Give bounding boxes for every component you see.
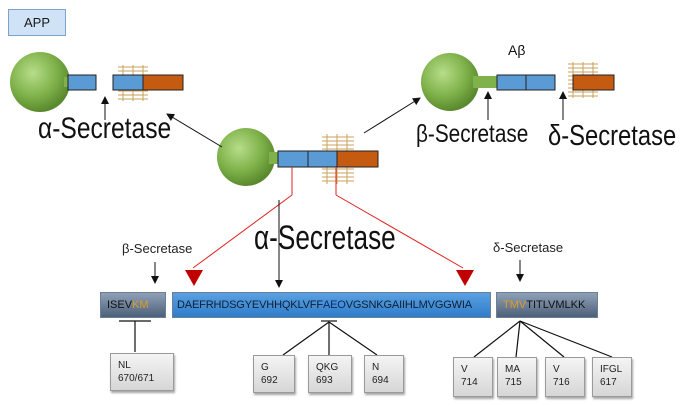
orange-segment (142, 74, 184, 91)
app-alpha-product (10, 52, 184, 120)
sequence-abeta-highlight: AEO (322, 299, 346, 311)
sphere-icon (421, 53, 479, 111)
mutation-position: 715 (505, 377, 522, 388)
blue-segment (525, 74, 556, 91)
mutation-label: V (461, 364, 468, 375)
orange-segment (572, 74, 615, 91)
red-triangle-marker (185, 270, 203, 286)
app-beta-delta-product (421, 53, 615, 120)
abeta-label: Aβ (508, 42, 526, 58)
mutation-box: IFGL 617 (592, 357, 632, 397)
cut-line (192, 194, 293, 269)
mutation-label: NL (118, 360, 131, 371)
mutation-box: V 714 (453, 357, 493, 397)
app-label-box: APP (8, 9, 66, 36)
mutation-box: G 692 (253, 355, 295, 393)
app-full-protein (217, 128, 379, 186)
mutation-connectors (119, 320, 613, 358)
blue-segment (277, 150, 309, 168)
mutation-box: QKG 693 (308, 355, 352, 393)
mutation-label: IFGL (600, 364, 623, 375)
beta-secretase-small-label: β-Secretase (122, 241, 193, 256)
mutation-position: 670/671 (118, 373, 155, 384)
sequence-abeta-text-end: VGSNKGAIIHLMVGGWIA (345, 299, 472, 311)
mutation-position: 716 (553, 377, 570, 388)
mutation-label: MA (505, 364, 520, 375)
mutation-box: V 716 (545, 357, 585, 397)
mutation-box: MA 715 (497, 357, 537, 397)
mutation-position: 692 (261, 375, 278, 386)
blue-segment (496, 74, 527, 91)
sequence-abeta-text: DAEFRHDSGYEVHHQKLVFF (177, 299, 323, 311)
sequence-left-text: ISEV (107, 299, 133, 311)
mutation-box: NL 670/671 (110, 353, 174, 391)
delta-secretase-small-label: δ-Secretase (493, 240, 564, 255)
mutation-label: G (261, 362, 269, 373)
sequence-right-highlight: TMV (503, 299, 527, 311)
sphere-icon (217, 128, 275, 186)
alpha-pathway-arrow (166, 113, 223, 148)
mutation-position: 693 (316, 375, 333, 386)
sphere-icon (10, 52, 70, 112)
blue-segment (112, 74, 144, 91)
red-triangle-marker (456, 270, 474, 286)
alpha-secretase-center-label: α-Secretase (254, 219, 396, 257)
orange-segment (336, 150, 379, 168)
mutation-label: QKG (316, 362, 339, 373)
mutation-position: 714 (461, 377, 478, 388)
mutation-position: 617 (600, 377, 617, 388)
blue-segment (307, 150, 338, 168)
sequence-right-text: TITLVMLKK (526, 299, 586, 311)
app-label: APP (23, 15, 50, 30)
cut-line (335, 194, 464, 269)
alpha-secretase-top-label: α-Secretase (38, 112, 172, 145)
blue-segment (67, 74, 97, 91)
beta-pathway-arrow (363, 97, 421, 134)
delta-secretase-top-label: δ-Secretase (548, 120, 677, 152)
beta-secretase-top-label: β-Secretase (416, 120, 529, 148)
mutation-label: V (553, 364, 560, 375)
mutation-label: N (372, 362, 380, 373)
sequence-left-highlight: KM (132, 299, 149, 311)
mutation-box: N 694 (364, 355, 404, 393)
mutation-position: 694 (372, 375, 389, 386)
